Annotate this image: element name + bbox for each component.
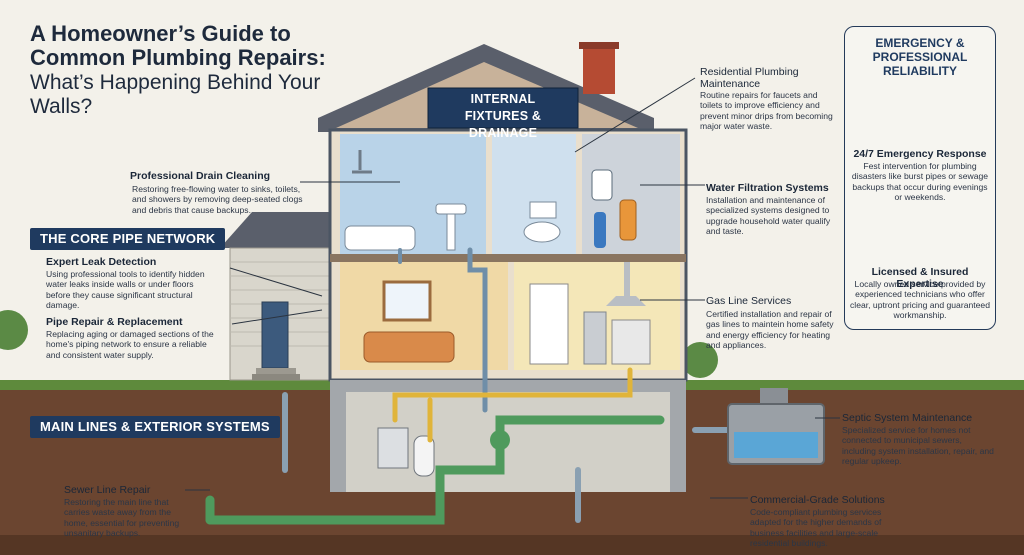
water-filter xyxy=(619,199,637,241)
leader-lines xyxy=(185,77,840,499)
core-section-label: THE CORE PIPE NETWORK xyxy=(30,228,226,250)
tree xyxy=(0,310,28,350)
water-filtration-text: Installation and maintenance of speciali… xyxy=(706,195,831,237)
drain-cleaning-heading: Professional Drain Cleaning xyxy=(130,170,271,182)
pipe-repair-heading: Pipe Repair & Replacement xyxy=(46,316,183,328)
tankless-heater xyxy=(377,427,409,469)
drain-cleaning-text: Restoring free-flowing water to sinks, t… xyxy=(132,184,303,215)
reliability-panel-title: EMERGENCY & PROFESSIONAL RELIABILITY xyxy=(872,36,968,78)
filtration-unit xyxy=(591,169,613,201)
gas-line-text: Certified installation and repair of gas… xyxy=(706,309,834,351)
licensed-expertise-text: Locally owned service provided by experi… xyxy=(850,279,990,321)
emergency-response-heading: 24/7 Emergency Response xyxy=(853,148,987,160)
shower-head xyxy=(352,150,372,174)
living-room-window xyxy=(382,280,432,322)
stove xyxy=(611,319,651,365)
shrub xyxy=(682,342,718,378)
chimney xyxy=(583,46,615,94)
main-section-label: MAIN LINES & EXTERIOR SYSTEMS xyxy=(30,416,280,438)
reliability-panel xyxy=(844,26,996,330)
bathroom-sink xyxy=(435,203,467,215)
residential-maintenance-text: Routine repairs for faucets and toilets … xyxy=(700,90,833,132)
septic-riser xyxy=(760,388,788,406)
leak-detection-text: Using professional tools to identify hid… xyxy=(46,269,205,311)
sewer-line-heading: Sewer Line Repair xyxy=(64,484,151,496)
emergency-response-text: Fest intervention for plumbing disasters… xyxy=(851,161,989,203)
bathtub xyxy=(344,225,416,251)
toilet xyxy=(529,201,557,219)
water-heater-small xyxy=(583,311,607,365)
internal-section-label: INTERNAL FIXTURES & DRAINAGE xyxy=(464,92,542,140)
sofa xyxy=(363,331,455,363)
commercial-text: Code-compliant plumbing services adapted… xyxy=(750,507,882,549)
commercial-heading: Commercial-Grade Solutions xyxy=(750,494,885,506)
sewer-line-text: Restoring the main line that carries was… xyxy=(64,497,180,539)
septic-heading: Septic System Maintenance xyxy=(842,412,973,424)
deep-soil xyxy=(0,535,1024,555)
side-house xyxy=(220,212,340,381)
page-title: A Homeowner’s Guide to Common Plumbing R… xyxy=(30,21,326,70)
range-hood xyxy=(606,296,646,306)
pipe-repair-text: Replacing aging or damaged sections of t… xyxy=(46,329,214,360)
sewer-pipes xyxy=(205,415,665,525)
gas-pipes xyxy=(392,367,633,443)
septic-text: Specialized service for homes not connec… xyxy=(842,425,994,467)
page-subtitle: What’s Happening Behind Your Walls? xyxy=(30,71,321,118)
licensed-expertise-heading: Licensed & Insured Expertise xyxy=(871,266,969,290)
kitchen-door xyxy=(529,283,569,365)
leak-detection-heading: Expert Leak Detection xyxy=(46,256,157,268)
internal-header-box xyxy=(427,87,579,129)
gas-line-heading: Gas Line Services xyxy=(706,295,792,307)
residential-maintenance-heading: Residential Plumbing Maintenance xyxy=(700,66,799,90)
septic-water xyxy=(734,432,818,458)
water-filtration-heading: Water Filtration Systems xyxy=(706,182,829,194)
expansion-tank xyxy=(413,435,435,477)
